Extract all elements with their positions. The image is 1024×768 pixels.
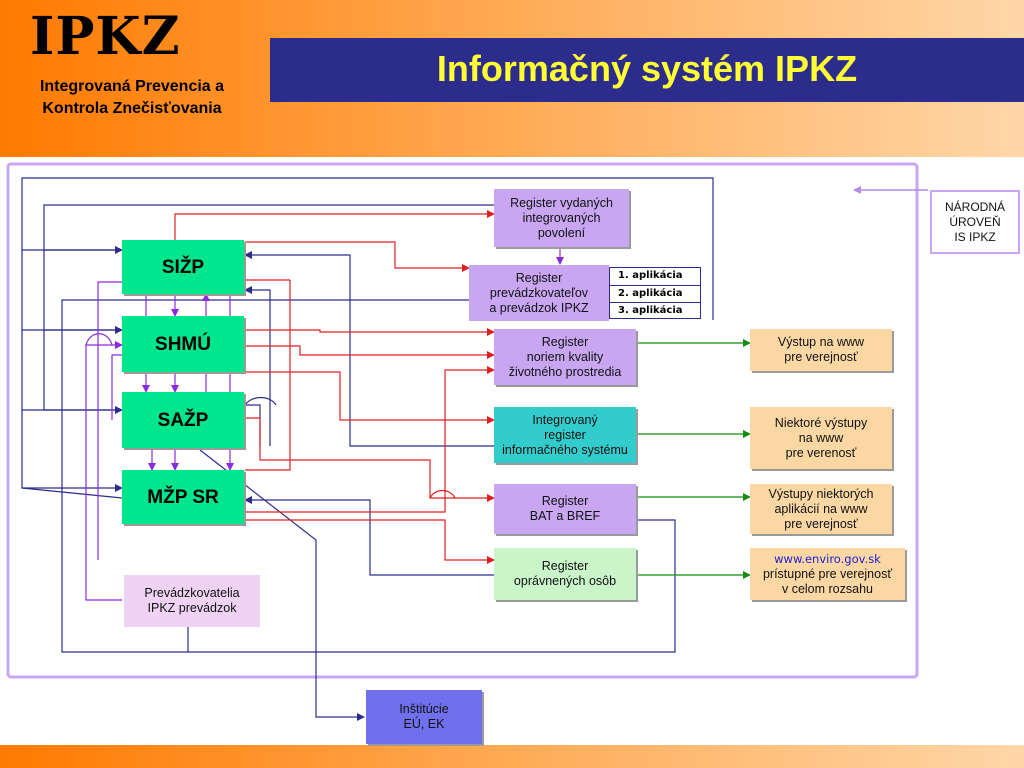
application-item[interactable]: 1. aplikácia bbox=[610, 268, 700, 286]
register-bat-bref[interactable]: Register BAT a BREF bbox=[494, 484, 636, 534]
org-sazp[interactable]: SAŽP bbox=[122, 392, 244, 448]
institutions-box[interactable]: Inštitúcie EÚ, EK bbox=[366, 690, 482, 744]
output-full-text: prístupné pre verejnosť v celom rozsahu bbox=[762, 566, 893, 596]
page-title: Informačný systém IPKZ bbox=[436, 48, 858, 89]
blue-connectors bbox=[21, 177, 714, 721]
application-item[interactable]: 2. aplikácia bbox=[610, 286, 700, 304]
operators-box[interactable]: Prevádzkovatelia IPKZ prevádzok bbox=[124, 575, 260, 627]
register-quality-norms[interactable]: Register noriem kvality životného prostr… bbox=[494, 329, 636, 385]
national-frame bbox=[6, 162, 919, 679]
register-authorized-persons[interactable]: Register oprávnených osôb bbox=[494, 548, 636, 600]
org-shmu[interactable]: SHMÚ bbox=[122, 316, 244, 372]
red-connectors bbox=[174, 210, 495, 564]
output-some: Niektoré výstupy na www pre verenosť bbox=[750, 407, 892, 469]
register-integrated[interactable]: Integrovaný register informačného systém… bbox=[494, 407, 636, 463]
logo: IPKZ Integrovaná Prevencia a Kontrola Zn… bbox=[0, 0, 262, 155]
output-full: www.enviro.gov.sk prístupné pre verejnos… bbox=[750, 548, 905, 600]
applications-list: 1. aplikácia 2. aplikácia 3. aplikácia bbox=[609, 267, 701, 319]
logo-mark: IPKZ bbox=[30, 6, 181, 67]
output-www: Výstup na www pre verejnosť bbox=[750, 329, 892, 371]
logo-subtitle-line1: Integrovaná Prevencia a bbox=[39, 78, 225, 95]
enviro-link[interactable]: www.enviro.gov.sk bbox=[774, 551, 881, 566]
register-issued-permits[interactable]: Register vydaných integrovaných povolení bbox=[494, 189, 629, 247]
register-operators[interactable]: Register prevádzkovateľov a prevádzok IP… bbox=[469, 265, 609, 321]
output-apps: Výstupy niektorých aplikácií na www pre … bbox=[750, 484, 892, 534]
logo-subtitle: Integrovaná Prevencia a Kontrola Znečisť… bbox=[8, 76, 256, 120]
application-item[interactable]: 3. aplikácia bbox=[618, 305, 683, 317]
org-sizp[interactable]: SIŽP bbox=[122, 240, 244, 294]
org-mzp-sr[interactable]: MŽP SR bbox=[122, 470, 244, 524]
national-level-box: NÁRODNÁ ÚROVEŇ IS IPKZ bbox=[930, 190, 1020, 254]
title-bar: Informačný systém IPKZ bbox=[270, 38, 1024, 102]
green-connectors bbox=[636, 339, 751, 579]
logo-subtitle-line2: Kontrola Znečisťovania bbox=[42, 100, 222, 117]
